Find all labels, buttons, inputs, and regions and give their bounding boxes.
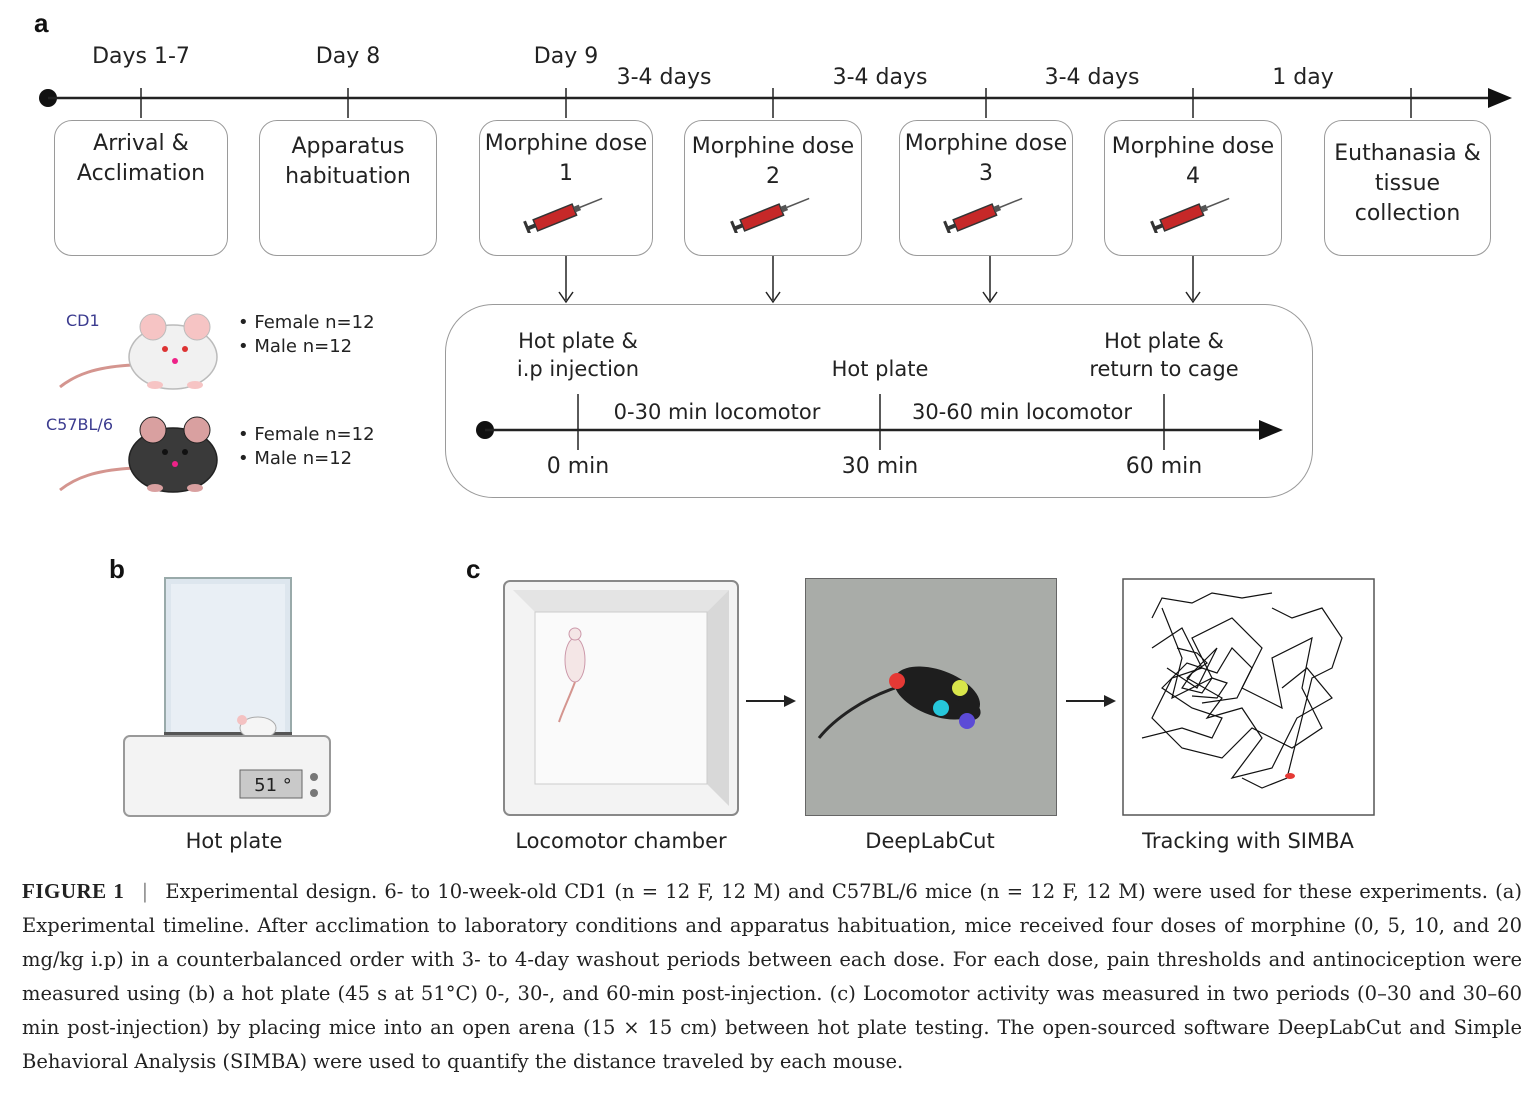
- event-line: Hot plate &: [1104, 329, 1224, 353]
- syringe-icon: [523, 197, 603, 233]
- box-line: Apparatus: [291, 134, 405, 159]
- box-line: 2: [766, 164, 780, 189]
- box-acclimation: Arrival & Acclimation: [54, 120, 228, 256]
- box-line: Morphine dose: [904, 131, 1068, 156]
- syringe-icon: [943, 197, 1023, 233]
- session-timeline: [476, 394, 1283, 450]
- time-30: 30 min: [841, 454, 919, 479]
- day-label-2: Day 8: [315, 44, 381, 69]
- hot-plate-illustration: [123, 577, 331, 817]
- strain-label-cd1: CD1: [66, 311, 100, 330]
- event-3: Hot plate & return to cage: [1089, 327, 1238, 383]
- panel-label-c: c: [466, 554, 481, 584]
- count-text: Female n=12: [254, 312, 375, 333]
- event-line: Hot plate: [831, 357, 929, 381]
- day-label-1: Days 1-7: [92, 44, 190, 69]
- deeplabcut-frame: [805, 578, 1057, 816]
- count-text: Male n=12: [254, 448, 353, 469]
- interval-label-1: 3-4 days: [616, 65, 712, 90]
- hot-plate-label: Hot plate: [185, 829, 283, 853]
- event-line: Hot plate &: [518, 329, 638, 353]
- caption-text: Experimental design. 6- to 10-week-old C…: [22, 880, 1522, 1073]
- event-2: Hot plate: [832, 355, 929, 383]
- arrow-icon: [1066, 695, 1116, 707]
- event-1: Hot plate & i.p injection: [517, 327, 639, 383]
- event-line: i.p injection: [516, 357, 640, 381]
- main-timeline: [39, 88, 1512, 304]
- locomotor-chamber-illustration: [503, 580, 739, 816]
- box-line: 3: [979, 161, 993, 186]
- count-male: • Male n=12: [238, 448, 353, 469]
- box-dose-3: Morphine dose 3: [899, 120, 1073, 256]
- time-0: 0 min: [546, 454, 610, 479]
- box-dose-1: Morphine dose 1: [479, 120, 653, 256]
- panel-label-a: a: [34, 8, 49, 38]
- panel-label-b: b: [109, 554, 125, 584]
- black-mouse-icon: [59, 416, 218, 493]
- box-line: 1: [559, 161, 573, 186]
- strain-label-c57: C57BL/6: [46, 415, 113, 434]
- count-text: Female n=12: [254, 424, 375, 445]
- box-habituation: Apparatus habituation: [259, 120, 437, 256]
- box-line: Morphine dose: [484, 131, 648, 156]
- box-line: 4: [1186, 164, 1200, 189]
- interval-label-4: 1 day: [1272, 65, 1334, 90]
- event-line: return to cage: [1089, 357, 1239, 381]
- day-label-3: Day 9: [533, 44, 599, 69]
- syringe-icon: [730, 197, 810, 233]
- period-2: 30-60 min locomotor: [911, 400, 1133, 424]
- locomotor-chamber-label: Locomotor chamber: [515, 829, 727, 853]
- box-line: Morphine dose: [691, 134, 855, 159]
- figure-caption: FIGURE 1 | Experimental design. 6- to 10…: [22, 874, 1522, 1079]
- box-line: collection: [1354, 201, 1461, 226]
- interval-label-2: 3-4 days: [832, 65, 928, 90]
- cd1-counts: • Female n=12 • Male n=12: [238, 311, 375, 359]
- box-line: tissue: [1374, 171, 1441, 196]
- box-line: habituation: [285, 164, 411, 189]
- box-line: Morphine dose: [1111, 134, 1275, 159]
- syringe-icon: [1150, 197, 1230, 233]
- interval-label-3: 3-4 days: [1044, 65, 1140, 90]
- count-female: • Female n=12: [238, 312, 375, 333]
- hot-plate-display: 51 °: [254, 775, 292, 796]
- white-mouse-icon: [59, 313, 218, 390]
- count-male: • Male n=12: [238, 336, 353, 357]
- box-line: Euthanasia &: [1334, 141, 1481, 166]
- time-60: 60 min: [1125, 454, 1203, 479]
- box-dose-2: Morphine dose 2: [684, 120, 862, 256]
- box-line: Acclimation: [76, 161, 206, 186]
- box-line: Arrival &: [93, 131, 189, 156]
- simba-label: Tracking with SIMBA: [1142, 829, 1354, 853]
- period-1: 0-30 min locomotor: [613, 400, 821, 424]
- caption-label: FIGURE 1: [22, 879, 125, 903]
- arrow-icon: [746, 695, 796, 707]
- count-female: • Female n=12: [238, 424, 375, 445]
- c57-counts: • Female n=12 • Male n=12: [238, 423, 375, 471]
- box-euthanasia: Euthanasia & tissue collection: [1324, 120, 1491, 256]
- session-box: [445, 304, 1313, 498]
- deeplabcut-label: DeepLabCut: [865, 829, 995, 853]
- count-text: Male n=12: [254, 336, 353, 357]
- caption-separator: |: [141, 880, 149, 903]
- simba-tracking-plot: [1122, 578, 1375, 816]
- box-dose-4: Morphine dose 4: [1104, 120, 1282, 256]
